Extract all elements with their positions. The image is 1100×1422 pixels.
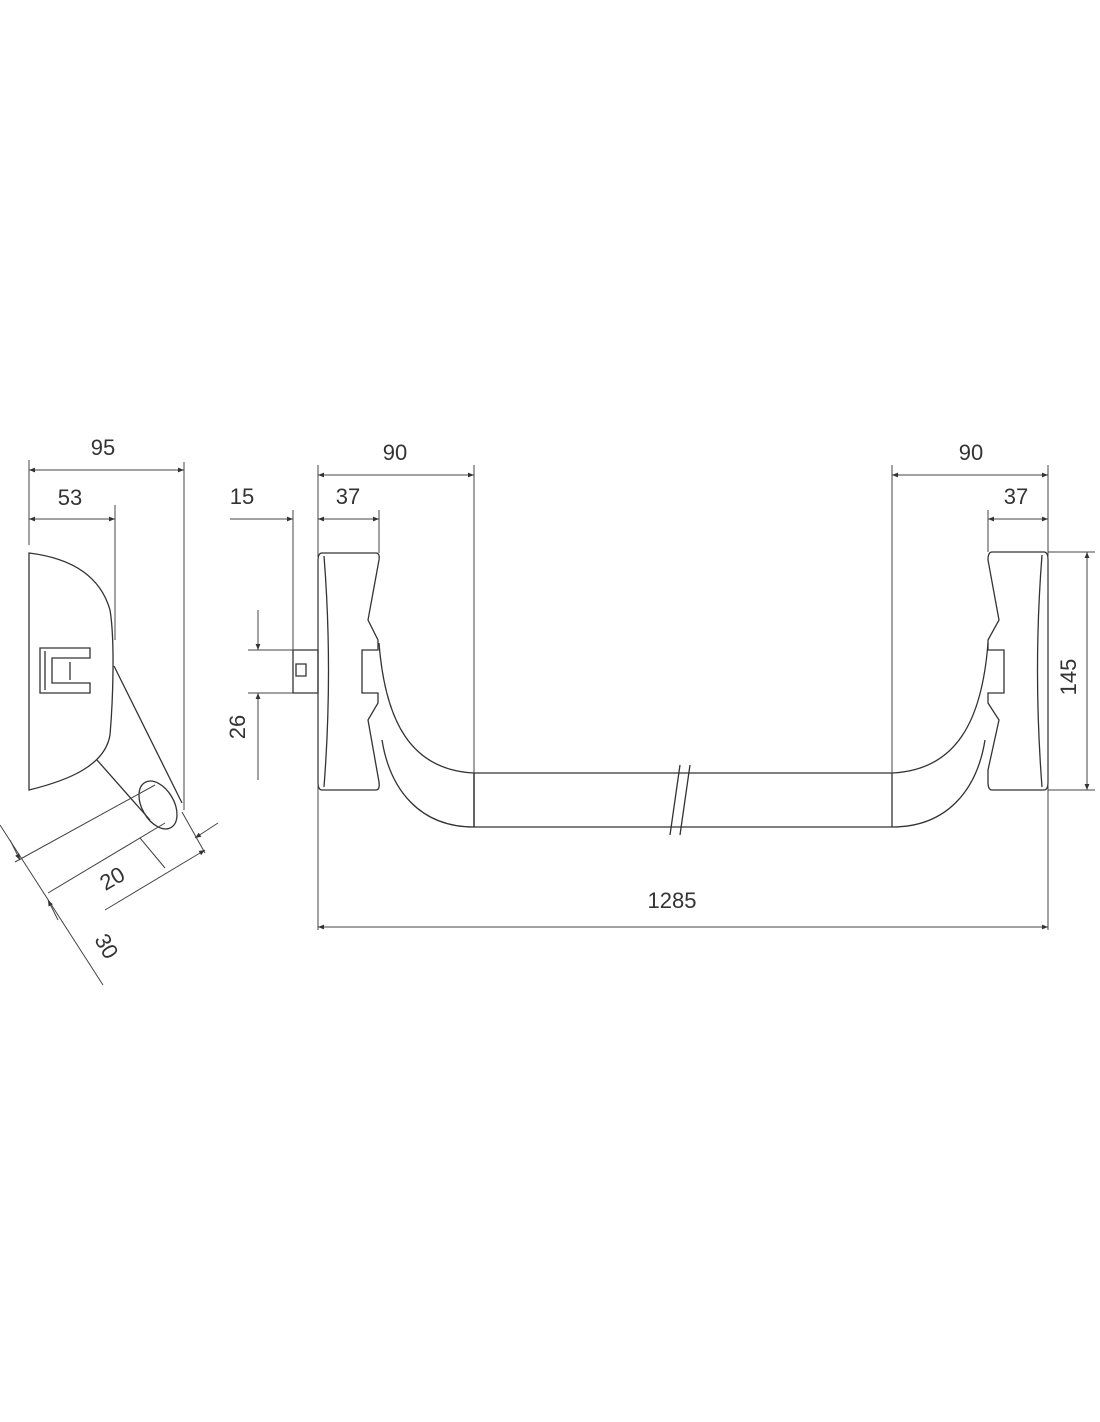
label-37-right: 37: [1004, 484, 1028, 509]
left-spindle: [292, 649, 319, 694]
label-95: 95: [91, 435, 115, 460]
dim-line-30: [0, 824, 104, 986]
label-145: 145: [1056, 659, 1081, 696]
push-bar: [473, 772, 893, 828]
label-26: 26: [225, 715, 250, 739]
label-37-left: 37: [336, 484, 360, 509]
right-handle: [891, 642, 989, 828]
side-body-outline: [28, 552, 114, 791]
label-90-left: 90: [383, 440, 407, 465]
left-handle: [378, 642, 475, 828]
label-20: 20: [95, 862, 129, 896]
break-mark: [669, 764, 691, 836]
side-arm: [96, 665, 183, 821]
side-view: 95 53 20 30: [0, 435, 219, 986]
side-tube-section: [138, 780, 178, 830]
dim-line-20: [104, 849, 206, 911]
left-rosette: [317, 552, 380, 791]
side-slot: [39, 647, 91, 694]
label-53: 53: [58, 485, 82, 510]
front-view: 90 15 37 26 90 37 145 1285: [225, 440, 1095, 930]
label-1285: 1285: [648, 888, 697, 913]
right-rosette: [987, 551, 1049, 791]
label-15: 15: [230, 484, 254, 509]
label-90-right: 90: [959, 440, 983, 465]
label-30: 30: [90, 929, 124, 963]
